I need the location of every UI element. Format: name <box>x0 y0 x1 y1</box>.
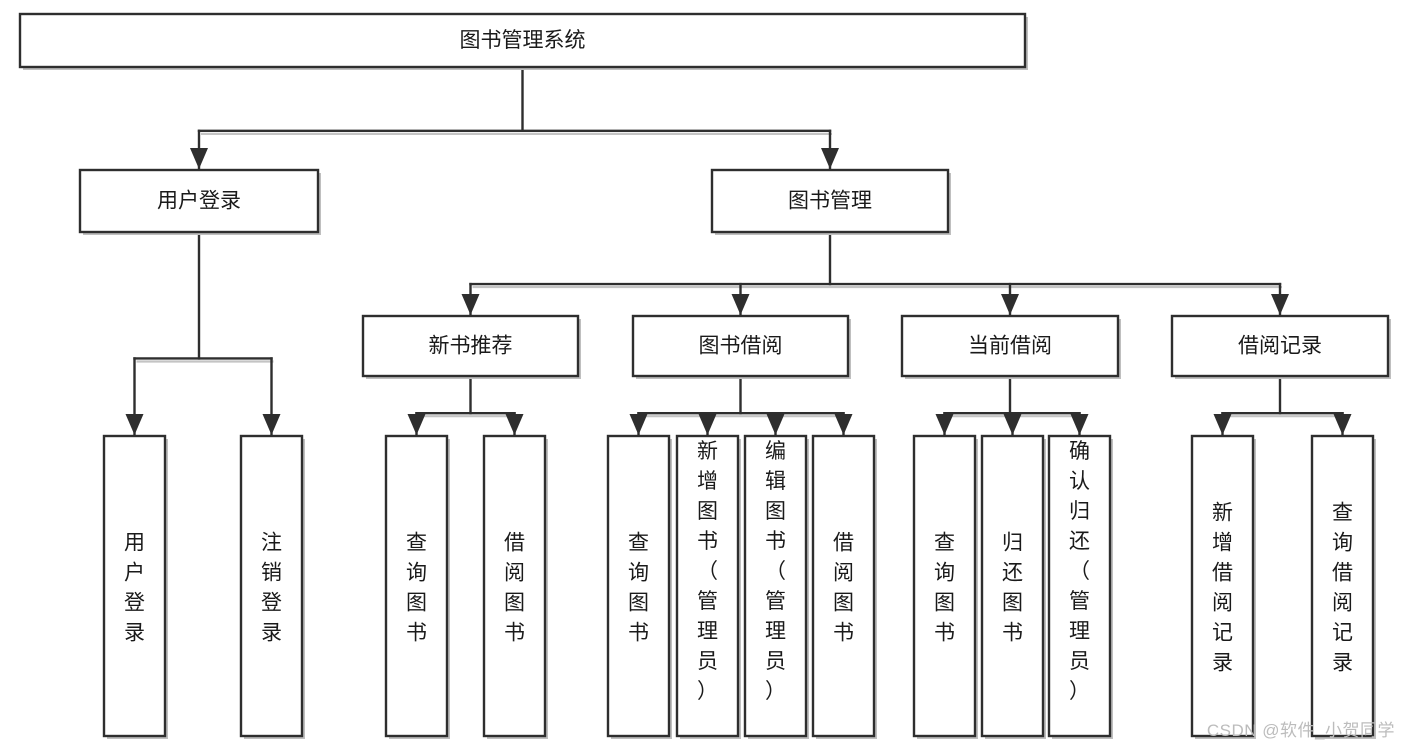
node-borrow-record[interactable]: 借阅记录 <box>1170 314 1391 379</box>
node-label: 注销登录 <box>261 531 282 644</box>
edge-group-book-borrow <box>629 374 853 436</box>
arrow-head-icon <box>1003 414 1022 435</box>
node-new-book-rec[interactable]: 新书推荐 <box>361 314 581 379</box>
node-label: 借阅图书 <box>833 531 854 644</box>
node-leaf-borrow-book[interactable]: 借阅图书 <box>811 434 877 739</box>
arrow-head-icon <box>1333 414 1352 435</box>
node-label: 查询图书 <box>406 531 427 644</box>
arrow-head-icon <box>834 414 853 435</box>
node-label: 借阅记录 <box>1238 335 1322 358</box>
arrow-head-icon <box>461 294 480 315</box>
edge-group-borrow-record <box>1213 374 1352 436</box>
node-leaf-confirm-return[interactable]: 确认归还（管理员） <box>1047 434 1113 739</box>
arrow-head-icon <box>1070 414 1089 435</box>
node-label: 查询图书 <box>628 531 649 644</box>
edge-group-new-book-rec <box>407 374 524 436</box>
node-label: 新增图书（管理员） <box>697 440 718 703</box>
edge-group-book-manage <box>461 230 1289 316</box>
arrow-head-icon <box>821 148 839 169</box>
node-leaf-edit-book[interactable]: 编辑图书（管理员） <box>743 434 809 739</box>
node-book-manage[interactable]: 图书管理 <box>710 168 951 235</box>
edge-group-user-login <box>125 230 281 436</box>
arrow-head-icon <box>125 414 144 435</box>
edge-group-current-borrow <box>935 374 1089 436</box>
nodes-layer: 图书管理系统用户登录图书管理新书推荐图书借阅当前借阅借阅记录用户登录注销登录查询… <box>18 12 1391 739</box>
node-label: 查询图书 <box>934 531 955 644</box>
node-label: 图书借阅 <box>699 335 783 358</box>
node-leaf-return-book[interactable]: 归还图书 <box>980 434 1046 739</box>
node-label: 当前借阅 <box>968 335 1052 358</box>
node-label: 用户登录 <box>157 190 241 213</box>
arrow-head-icon <box>629 414 648 435</box>
node-label: 编辑图书（管理员） <box>765 440 786 703</box>
arrow-head-icon <box>407 414 426 435</box>
edges-layer <box>125 65 1352 436</box>
arrow-head-icon <box>698 414 717 435</box>
node-label: 确认归还（管理员） <box>1069 440 1090 703</box>
node-label: 归还图书 <box>1002 531 1023 644</box>
arrow-head-icon <box>935 414 954 435</box>
node-leaf-add-record[interactable]: 新增借阅记录 <box>1190 434 1256 739</box>
arrow-head-icon <box>1213 414 1232 435</box>
arrow-head-icon <box>262 414 281 435</box>
node-current-borrow[interactable]: 当前借阅 <box>900 314 1121 379</box>
node-user-login[interactable]: 用户登录 <box>78 168 321 235</box>
edge-group-root <box>190 65 839 170</box>
node-label: 新书推荐 <box>429 335 513 358</box>
arrow-head-icon <box>1001 294 1019 315</box>
node-label: 用户登录 <box>124 531 145 644</box>
node-label: 查询借阅记录 <box>1332 501 1353 674</box>
node-label: 图书管理系统 <box>460 29 586 52</box>
watermark: CSDN @软件_小贺同学 <box>1206 721 1395 740</box>
node-leaf-add-book[interactable]: 新增图书（管理员） <box>675 434 741 739</box>
node-label: 借阅图书 <box>504 531 525 644</box>
arrow-head-icon <box>766 414 785 435</box>
node-label: 图书管理 <box>788 190 872 213</box>
node-leaf-query-book-borrow[interactable]: 查询图书 <box>606 434 672 739</box>
node-leaf-query-record[interactable]: 查询借阅记录 <box>1310 434 1376 739</box>
arrow-head-icon <box>731 294 750 315</box>
arrow-head-icon <box>1271 294 1289 315</box>
node-book-borrow[interactable]: 图书借阅 <box>631 314 851 379</box>
node-label: 新增借阅记录 <box>1212 501 1233 674</box>
node-leaf-logout[interactable]: 注销登录 <box>239 434 305 739</box>
node-leaf-borrow-book-rec[interactable]: 借阅图书 <box>482 434 548 739</box>
node-leaf-query-book-rec[interactable]: 查询图书 <box>384 434 450 739</box>
arrow-head-icon <box>505 414 524 435</box>
node-leaf-query-book-cur[interactable]: 查询图书 <box>912 434 978 739</box>
node-root[interactable]: 图书管理系统 <box>18 12 1028 70</box>
node-leaf-user-login[interactable]: 用户登录 <box>102 434 168 739</box>
arrow-head-icon <box>190 148 208 169</box>
